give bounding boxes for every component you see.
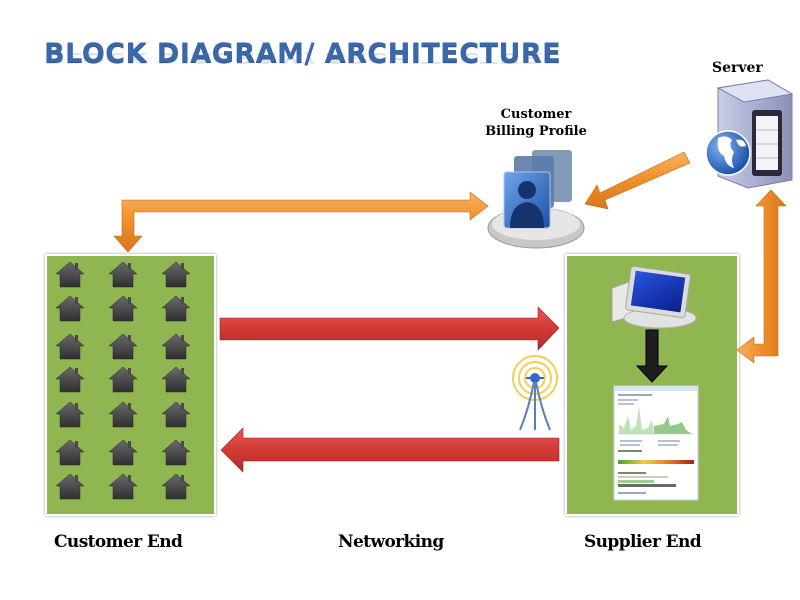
- house-icon: [55, 473, 85, 500]
- user-profiles-icon: [487, 150, 585, 249]
- arrow-billing-to-customer: [113, 191, 489, 253]
- computer-monitor-icon: [611, 265, 697, 329]
- house-icon: [55, 333, 85, 360]
- arrow-server-to-supplier: [736, 189, 787, 364]
- server-globe-icon: [705, 79, 794, 189]
- billing-profile-label-line2: Billing Profile: [485, 124, 587, 139]
- diagram-title: BLOCK DIAGRAM/ ARCHITECTURE: [44, 38, 562, 69]
- house-icon: [55, 439, 85, 466]
- radio-tower-icon: [512, 355, 558, 431]
- supplier-end-label: Supplier End: [584, 532, 702, 552]
- house-icon: [108, 366, 138, 393]
- arrow-server-to-billing: [584, 151, 691, 210]
- house-icon: [108, 295, 138, 322]
- house-icon: [55, 261, 85, 288]
- house-icon: [161, 401, 191, 428]
- customer-end-label: Customer End: [54, 532, 183, 552]
- down-arrow-icon: [635, 329, 669, 383]
- billing-profile-label-line1: Customer: [500, 107, 572, 122]
- house-icon: [161, 333, 191, 360]
- house-icon: [161, 439, 191, 466]
- house-grid: [45, 254, 216, 516]
- house-icon: [161, 473, 191, 500]
- arrow-customer-to-supplier: [219, 306, 560, 351]
- house-icon: [108, 333, 138, 360]
- house-icon: [161, 366, 191, 393]
- house-icon: [161, 295, 191, 322]
- house-icon: [108, 261, 138, 288]
- house-icon: [161, 261, 191, 288]
- billing-profile-label: Customer Billing Profile: [480, 106, 592, 140]
- house-icon: [108, 439, 138, 466]
- server-label: Server: [712, 60, 763, 76]
- house-icon: [108, 401, 138, 428]
- arrow-supplier-to-customer: [220, 427, 560, 473]
- house-icon: [55, 366, 85, 393]
- networking-label: Networking: [338, 532, 444, 552]
- house-icon: [108, 473, 138, 500]
- house-icon: [55, 295, 85, 322]
- house-icon: [55, 401, 85, 428]
- energy-dashboard-screenshot: [613, 385, 699, 501]
